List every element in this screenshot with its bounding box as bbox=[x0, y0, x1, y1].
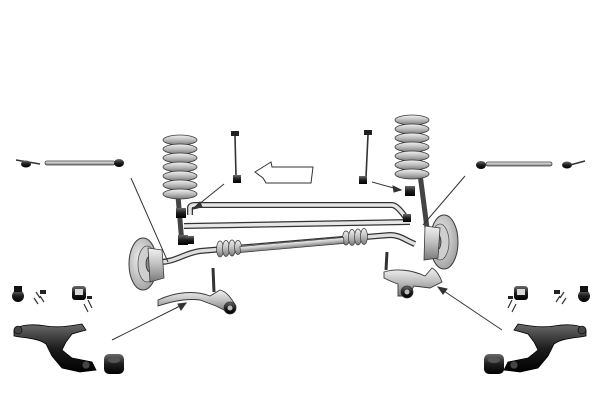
steering-rack bbox=[159, 228, 417, 265]
assembled-control-arm-right bbox=[383, 251, 443, 299]
stabilizer-link-left bbox=[231, 131, 241, 183]
control-arm-left bbox=[13, 323, 97, 373]
control-arm-right bbox=[503, 323, 587, 373]
ball-joint-left bbox=[12, 286, 46, 305]
bushing-left bbox=[104, 354, 124, 374]
coil-spring-left bbox=[162, 134, 198, 245]
ball-joint-right bbox=[554, 286, 590, 305]
stabilizer-link-right bbox=[359, 130, 372, 184]
brake-disc-right bbox=[423, 214, 459, 270]
coil-spring-right bbox=[394, 114, 430, 229]
bushing-right bbox=[484, 354, 504, 374]
assembled-control-arm-left bbox=[157, 267, 237, 315]
bushing-right-top bbox=[507, 286, 528, 313]
tie-rod-right bbox=[476, 160, 586, 169]
stabilizer-bar bbox=[183, 202, 411, 244]
bushing-left-top bbox=[72, 286, 93, 313]
direction-arrow bbox=[254, 161, 314, 184]
brake-disc-left bbox=[128, 237, 165, 291]
tie-rod-left bbox=[15, 159, 124, 168]
leader-lines bbox=[111, 175, 503, 341]
